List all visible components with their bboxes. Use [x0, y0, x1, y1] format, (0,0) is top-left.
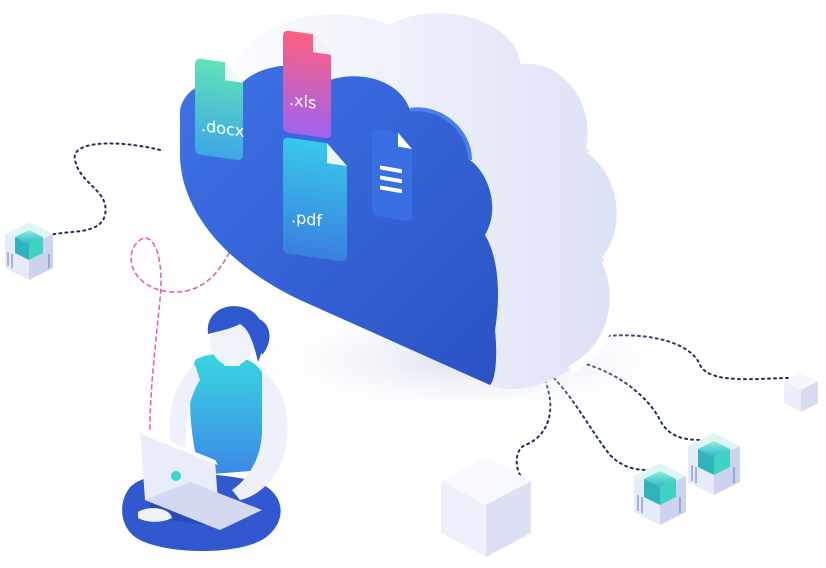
- connector-bottom: [515, 379, 552, 476]
- person-laptop-icon: [120, 306, 300, 556]
- connector-pink: [130, 174, 246, 431]
- file-xls-label: .xls: [289, 90, 316, 113]
- file-xls-icon: .xls: [283, 30, 331, 139]
- box-cube-icon: [784, 372, 818, 412]
- text-document-icon: [372, 128, 412, 222]
- server-node-icon: [688, 433, 740, 495]
- file-pdf-label: .pdf: [291, 207, 322, 230]
- connector-left: [49, 142, 161, 236]
- server-node-icon: [5, 222, 53, 280]
- file-pdf-icon: .pdf: [283, 137, 347, 262]
- box-cube-icon: [441, 457, 531, 557]
- server-node-icon: [634, 463, 686, 525]
